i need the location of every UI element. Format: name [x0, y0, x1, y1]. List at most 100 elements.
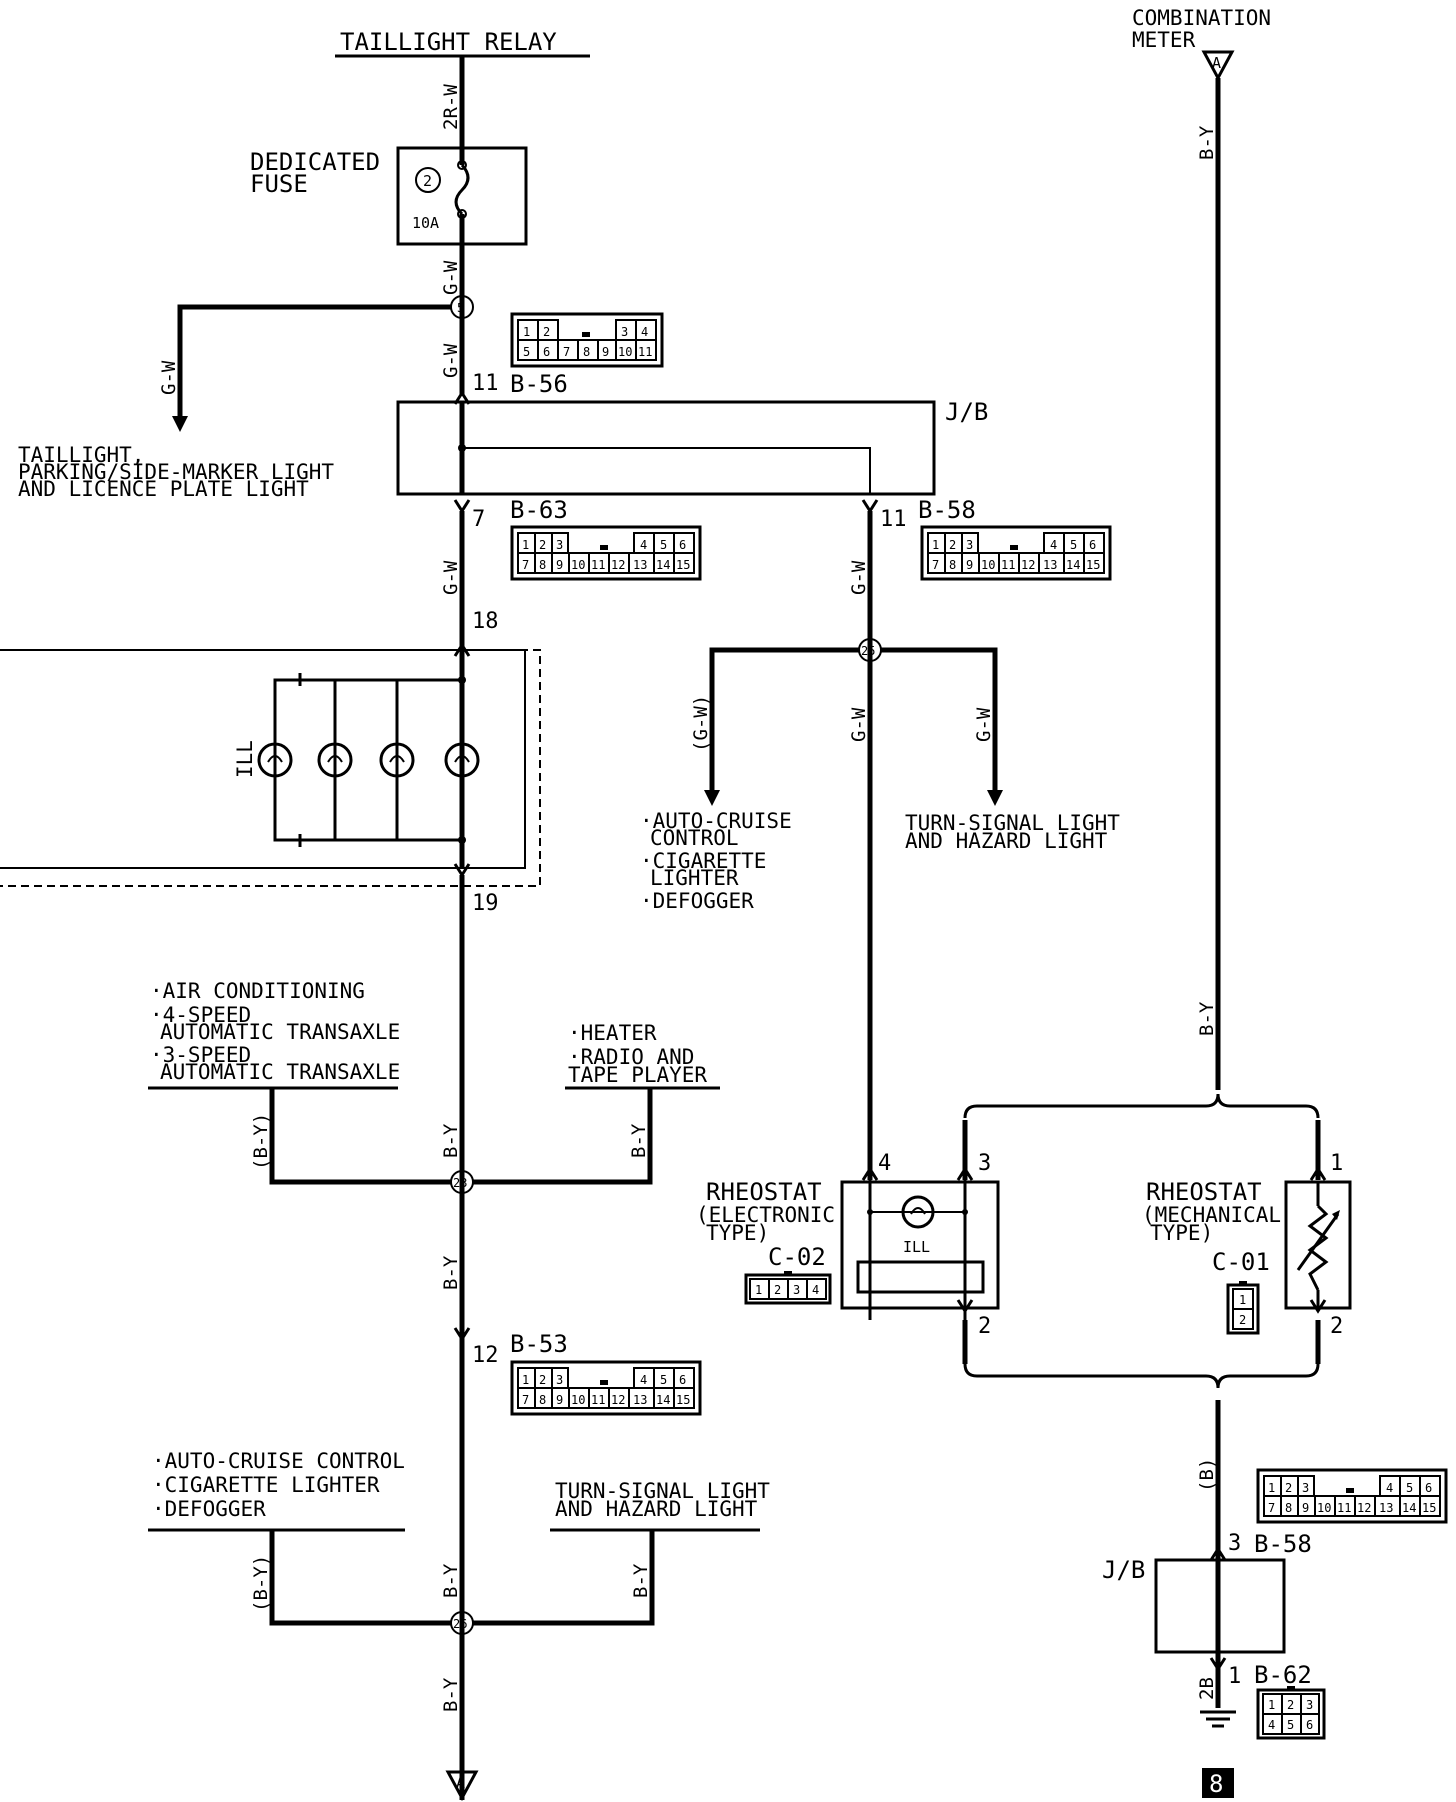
pin-18: 18: [472, 609, 499, 634]
connector-b63-symbol: 1 2 3 4 5 6 7 8 9 10 11 12 13 14 15: [510, 525, 702, 581]
svg-text:14: 14: [1402, 1501, 1416, 1515]
heater-label: ·HEATER: [568, 1021, 657, 1045]
arrow-turn-signal: [987, 790, 1003, 806]
jb-internal-line: [462, 447, 871, 494]
defogger-label: ·DEFOGGER: [640, 889, 754, 913]
svg-text:15: 15: [1422, 1501, 1436, 1515]
rheostat-mech-label-2: (MECHANICAL: [1142, 1203, 1281, 1227]
svg-text:5: 5: [1406, 1481, 1413, 1495]
arrow-taillight: [172, 416, 188, 432]
svg-text:6: 6: [1089, 538, 1096, 552]
jb-top-label: J/B: [945, 398, 988, 426]
bulb-ill: [257, 742, 293, 778]
connector-a-top-symbol: [1201, 50, 1235, 82]
svg-text:4: 4: [1268, 1718, 1275, 1732]
svg-text:9: 9: [556, 1393, 563, 1407]
connector-a-top-label: A: [1212, 54, 1221, 72]
node-label-5: 5: [457, 301, 464, 315]
taillight-dest-label-2: PARKING/SIDE-MARKER LIGHT: [18, 460, 334, 484]
svg-text:10: 10: [571, 1393, 585, 1407]
connector-c01-symbol: 1 2: [1226, 1281, 1260, 1335]
svg-text:4: 4: [640, 1373, 647, 1387]
connector-b62-label: B-62: [1254, 1661, 1312, 1689]
svg-text:2: 2: [1239, 1313, 1246, 1327]
connector-b62-symbol: 1 2 3 4 5 6: [1256, 1686, 1326, 1740]
brace-top: [963, 1093, 1320, 1119]
svg-text:1: 1: [1268, 1481, 1275, 1495]
junction-block-bottom: [1154, 1558, 1286, 1654]
four-speed-label-2: AUTOMATIC TRANSAXLE: [160, 1020, 400, 1044]
pin-1-b62: 1: [1228, 1664, 1241, 1689]
connector-b58-top-label: B-58: [918, 496, 976, 524]
svg-text:11: 11: [1337, 1501, 1351, 1515]
rheostat-elec-label: RHEOSTAT: [706, 1178, 822, 1206]
ground-number-badge: [1202, 1768, 1234, 1798]
pin-2-c01: 2: [1330, 1314, 1343, 1339]
connector-b63-label: B-63: [510, 496, 568, 524]
ground-number: 8: [1209, 1770, 1223, 1798]
connector-b58-top-symbol: 1 2 3 4 5 6 7 8 9 10 11 12 13 14 15: [920, 525, 1112, 581]
dedicated-fuse-label: DEDICATED: [250, 148, 380, 176]
svg-text:12: 12: [1357, 1501, 1371, 1515]
node-label-26: 26: [453, 1617, 467, 1631]
dedicated-fuse-label-2: FUSE: [250, 170, 308, 198]
svg-text:6: 6: [1306, 1718, 1313, 1732]
wire-label-by-5: B-Y: [630, 1563, 652, 1598]
svg-text:14: 14: [656, 1393, 670, 1407]
svg-text:3: 3: [556, 538, 563, 552]
svg-text:1: 1: [1239, 1293, 1246, 1307]
svg-text:2: 2: [543, 325, 550, 339]
junction-block-top: [396, 400, 936, 496]
svg-text:10: 10: [618, 345, 632, 359]
rheostat-mech-label-3: TYPE): [1150, 1221, 1213, 1245]
svg-text:9: 9: [602, 345, 609, 359]
svg-text:14: 14: [656, 558, 670, 572]
svg-text:4: 4: [641, 325, 648, 339]
svg-text:1: 1: [523, 325, 530, 339]
wire-label-by-1: B-Y: [440, 1123, 462, 1158]
connector-a-bottom-label: A: [456, 1774, 465, 1792]
svg-text:4: 4: [640, 538, 647, 552]
svg-text:10: 10: [1317, 1501, 1331, 1515]
pin-2-c02: 2: [978, 1314, 991, 1339]
taillight-relay-label: TAILLIGHT RELAY: [340, 28, 557, 56]
svg-text:9: 9: [1302, 1501, 1309, 1515]
svg-text:2: 2: [949, 538, 956, 552]
wire-label-gw-5: G-W: [848, 707, 870, 742]
wire-label-by-paren-1: (B-Y): [250, 1113, 272, 1170]
svg-text:13: 13: [633, 1393, 647, 1407]
wire-label-by-3: B-Y: [440, 1255, 462, 1290]
bottom-turn-label: TURN-SIGNAL LIGHT: [555, 1479, 770, 1503]
svg-text:5: 5: [1287, 1718, 1294, 1732]
svg-text:6: 6: [543, 345, 550, 359]
svg-text:4: 4: [1050, 538, 1057, 552]
three-speed-label-2: AUTOMATIC TRANSAXLE: [160, 1060, 400, 1084]
wire-label-by-4: B-Y: [440, 1563, 462, 1598]
bottom-auto-cruise-label: ·AUTO-CRUISE CONTROL: [152, 1449, 405, 1473]
wire-label-gw-6: G-W: [973, 707, 995, 742]
wire-label-gw-paren: (G-W): [690, 695, 712, 752]
taillight-dest-label: TAILLIGHT,: [18, 443, 144, 467]
junction-node-23: [450, 1170, 474, 1194]
svg-text:1: 1: [755, 1283, 762, 1297]
svg-text:6: 6: [1425, 1481, 1432, 1495]
auto-cruise-label-2: CONTROL: [650, 826, 739, 850]
svg-text:7: 7: [563, 345, 570, 359]
wire-label-gw-1: G-W: [440, 260, 462, 295]
svg-text:3: 3: [1306, 1698, 1313, 1712]
svg-text:13: 13: [1379, 1501, 1393, 1515]
svg-text:8: 8: [949, 558, 956, 572]
rheostat-elec-label-2: (ELECTRONIC: [696, 1203, 835, 1227]
svg-text:12: 12: [611, 558, 625, 572]
svg-text:7: 7: [522, 558, 529, 572]
bottom-turn-label-2: AND HAZARD LIGHT: [555, 1497, 758, 1521]
fuse-rating: 10A: [412, 214, 439, 232]
radio-label: ·RADIO AND: [568, 1045, 694, 1069]
four-speed-label: ·4-SPEED: [150, 1003, 251, 1027]
jb-bottom-label: J/B: [1102, 1556, 1145, 1584]
pin-7-b63: 7: [472, 507, 485, 532]
pin-3-c02: 3: [978, 1151, 991, 1176]
connector-b58-bottom-label: B-58: [1254, 1530, 1312, 1558]
svg-text:10: 10: [571, 558, 585, 572]
svg-text:3: 3: [793, 1283, 800, 1297]
